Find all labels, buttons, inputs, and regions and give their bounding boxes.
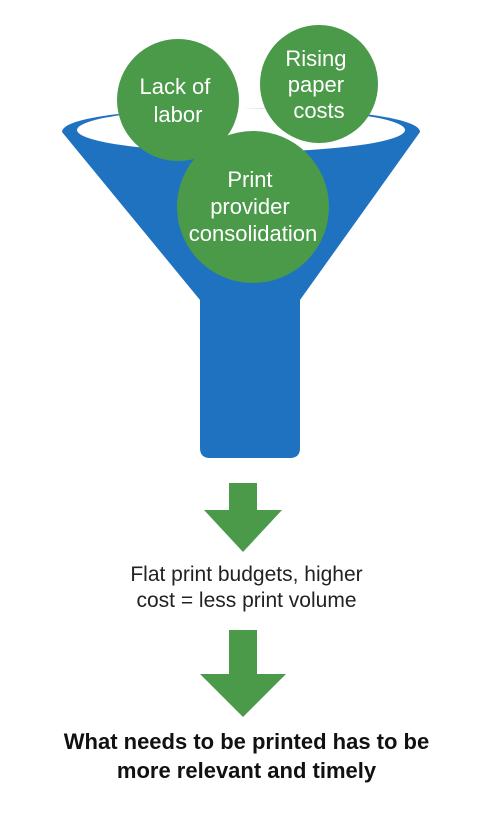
conclusion-line: What needs to be printed has to be	[63, 729, 430, 754]
down-arrow-2	[200, 630, 286, 717]
svg-text:Lack of labor: Lack of labor	[139, 74, 216, 127]
result-caption: Flat print budgets, higher cost = less p…	[0, 562, 493, 614]
bubble-label-line: Lack of	[139, 74, 211, 99]
conclusion-line: more relevant and timely	[116, 758, 377, 783]
bubble-label-line: costs	[293, 98, 344, 123]
bubble-label-line: consolidation	[189, 221, 317, 246]
bubble-rising-paper-costs: Rising paper costs	[260, 25, 378, 143]
bubble-label-line: labor	[154, 102, 203, 127]
bubble-label-line: Print	[227, 167, 272, 192]
conclusion-caption: What needs to be printed has to be more …	[0, 727, 493, 785]
funnel-body	[62, 108, 420, 458]
svg-text:Rising paper costs: Rising paper costs	[285, 46, 352, 123]
bubble-print-provider-consolidation: Print provider consolidation	[177, 131, 329, 283]
result-line: cost = less print volume	[136, 589, 357, 612]
down-arrow-1	[204, 483, 282, 552]
svg-text:Print provider con: Print provider consolidation	[189, 167, 317, 246]
bubble-lack-of-labor: Lack of labor	[117, 39, 239, 161]
bubble-label-line: Rising	[285, 46, 346, 71]
bubble-label-line: paper	[288, 72, 344, 97]
bubble-label-line: provider	[210, 194, 289, 219]
result-line: Flat print budgets, higher	[130, 563, 363, 586]
